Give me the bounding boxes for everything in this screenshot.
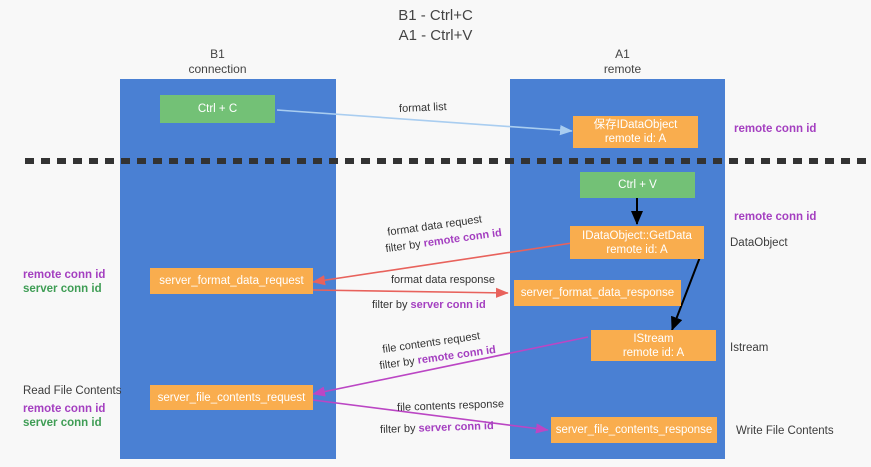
right-label-write-file-contents: Write File Contents [736,425,834,437]
left-label-file-server-conn-id: server conn id [23,417,102,429]
node-server-format-data-request-label: server_format_data_request [159,275,304,287]
edge-filter-file-contents-response-prefix: filter by [379,422,419,436]
node-ctrl-v-label: Ctrl + V [618,179,657,191]
edge-filter-file-contents-response: filter by server conn id [380,419,494,437]
diagram-title: B1 - Ctrl+C A1 - Ctrl+V [0,6,871,46]
node-istream[interactable]: IStream remote id: A [591,330,716,361]
edge-filter-format-data-response-key: server conn id [410,299,486,311]
column-header-b1: B1 connection [140,47,295,77]
node-save-idataobject-line2: remote id: A [604,133,667,145]
left-label-file-remote-conn-id: remote conn id [23,403,106,415]
edge-label-format-list: format list [399,100,447,116]
node-server-file-contents-request-label: server_file_contents_request [157,391,306,404]
edge-label-format-list-text: format list [398,100,447,116]
node-ctrl-c-label: Ctrl + C [197,103,238,115]
node-server-file-contents-response-label: server_file_contents_response [555,424,713,436]
node-server-file-contents-request[interactable]: server_file_contents_request [150,385,313,410]
node-server-format-data-request[interactable]: server_format_data_request [150,268,313,294]
node-ctrl-c[interactable]: Ctrl + C [160,95,275,123]
arrow-format-data-response [312,287,509,298]
column-header-a1: A1 remote [545,47,700,77]
edge-filter-file-contents-response-key: server conn id [418,420,494,435]
node-istream-line2: remote id: A [622,346,685,359]
right-label-dataobject: DataObject [730,237,788,249]
column-a1-role: remote [603,62,642,76]
right-label-mid-remote-conn-id: remote conn id [734,211,817,223]
node-getdata-line1: IDataObject::GetData [582,229,692,242]
edge-label-format-data-response-text: format data response [391,274,495,286]
title-line-2: A1 - Ctrl+V [398,27,473,44]
node-getdata-line2: remote id: A [606,243,668,256]
edge-filter-file-contents-request-prefix: filter by [378,354,419,373]
edge-filter-format-data-response-prefix: filter by [372,299,411,311]
node-server-format-data-response[interactable]: server_format_data_response [514,280,681,306]
node-server-file-contents-response[interactable]: server_file_contents_response [551,417,717,443]
column-a1-name: A1 [615,47,630,61]
left-label-format-remote-conn-id: remote conn id [23,269,106,281]
left-label-format-server-conn-id: server conn id [23,283,102,295]
right-label-istream: Istream [730,342,769,354]
node-idataobject-getdata[interactable]: IDataObject::GetData remote id: A [570,226,704,259]
left-label-read-file-contents: Read File Contents [23,385,122,397]
node-server-format-data-response-label: server_format_data_response [520,287,675,299]
node-save-idataobject[interactable]: 保存IDataObject remote id: A [573,116,698,148]
column-b1-role: connection [188,62,247,76]
edge-label-format-data-response: format data response [391,273,495,287]
node-ctrl-v[interactable]: Ctrl + V [580,172,695,198]
edge-filter-format-data-response: filter by server conn id [372,298,486,312]
column-b1-name: B1 [210,47,225,61]
edge-filter-format-data-request-prefix: filter by [384,237,425,256]
node-save-idataobject-line1: 保存IDataObject [593,119,678,131]
edge-label-file-contents-response-text: file contents response [396,398,505,414]
right-label-top-remote-conn-id: remote conn id [734,123,817,135]
title-line-1: B1 - Ctrl+C [398,7,473,24]
edge-label-file-contents-response: file contents response [397,397,504,415]
node-istream-line1: IStream [633,332,674,345]
